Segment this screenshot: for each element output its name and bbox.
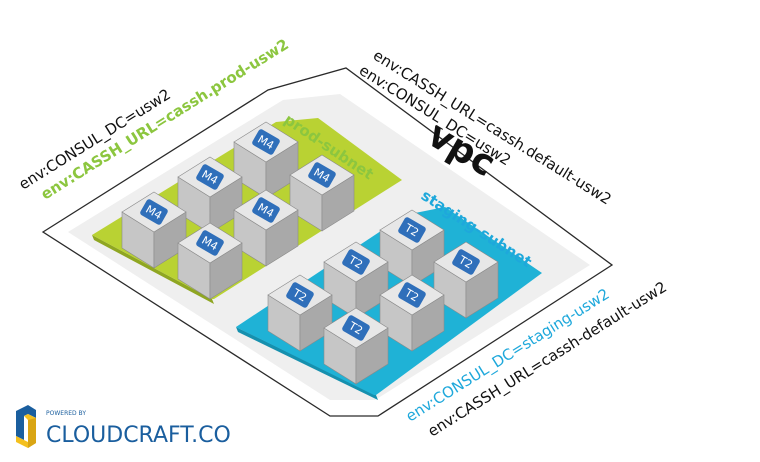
instance-chip-badge [196, 164, 224, 190]
instance-type-label: T2 [402, 286, 421, 305]
instance-chip-badge [252, 197, 280, 223]
instance-chip-badge [452, 249, 480, 275]
instance-type-chip: M4 [140, 199, 168, 225]
prod-instance[interactable]: M4 [121, 191, 187, 269]
prod-instance[interactable]: M4 [289, 154, 355, 232]
instance-type-chip: T2 [342, 315, 370, 341]
instance-chip-badge [196, 230, 224, 256]
cloudcraft-logo-icon [16, 405, 36, 448]
prod-subnet-side [92, 235, 214, 304]
instance-type-chip: T2 [398, 217, 426, 243]
prod-instance[interactable]: M4 [177, 222, 243, 300]
staging-instance[interactable]: T2 [323, 307, 389, 385]
instance-type-label: T2 [346, 319, 365, 338]
instance-type-label: T2 [402, 221, 421, 240]
instance-type-chip: M4 [196, 164, 224, 190]
instance-chip-badge [342, 315, 370, 341]
staging-subnet-side [236, 327, 378, 400]
instance-chip-badge [252, 129, 280, 155]
cloudcraft-name: CLOUDCRAFT.CO [46, 423, 231, 448]
cloudcraft-branding[interactable]: POWERED BY CLOUDCRAFT.CO [16, 405, 231, 448]
instance-type-chip: T2 [398, 282, 426, 308]
staging-instance[interactable]: T2 [379, 274, 445, 352]
instance-type-chip: T2 [452, 249, 480, 275]
instance-type-chip: M4 [196, 230, 224, 256]
staging-instance[interactable]: T2 [267, 274, 333, 352]
prod-instance[interactable]: M4 [177, 156, 243, 234]
instance-chip-badge [398, 217, 426, 243]
instance-type-chip: T2 [342, 249, 370, 275]
instance-chip-badge [286, 282, 314, 308]
instance-type-label: T2 [456, 253, 475, 272]
instance-chip-badge [308, 162, 336, 188]
instance-type-chip: M4 [308, 162, 336, 188]
staging-instance[interactable]: T2 [323, 241, 389, 319]
instance-chip-badge [342, 249, 370, 275]
instance-type-chip: T2 [286, 282, 314, 308]
powered-by-label: POWERED BY [46, 410, 86, 417]
prod-instance[interactable]: M4 [233, 189, 299, 267]
instance-chip-badge [398, 282, 426, 308]
instance-type-label: T2 [346, 253, 365, 272]
instance-chip-badge [140, 199, 168, 225]
instance-type-chip: M4 [252, 129, 280, 155]
prod-instance[interactable]: M4 [233, 121, 299, 199]
instance-type-label: T2 [290, 286, 309, 305]
instance-type-chip: M4 [252, 197, 280, 223]
staging-instance[interactable]: T2 [433, 241, 499, 319]
